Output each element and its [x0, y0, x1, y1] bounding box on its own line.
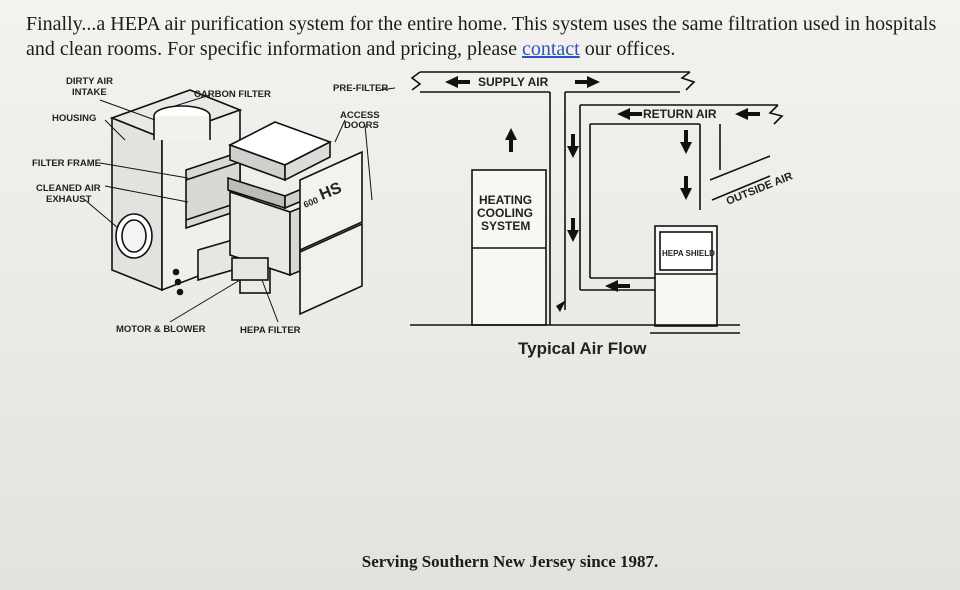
label-dirty-air-2: INTAKE: [72, 87, 107, 98]
label-system: SYSTEM: [481, 219, 530, 233]
label-outside-air: OUTSIDE AIR: [725, 170, 795, 208]
arrow-bottom-left: [605, 280, 630, 292]
label-heating: HEATING: [479, 193, 532, 207]
flow-arrows: [445, 76, 760, 312]
label-cleaned-air-1: CLEANED AIR: [36, 183, 101, 194]
contact-link[interactable]: contact: [521, 38, 580, 60]
hepa-system-figure: 600 HS DIRTY AIR INTAKE CARBON FILTER PR…: [0, 60, 960, 380]
unit-leader-lines: [84, 87, 396, 323]
intro-text-before: Finally...a HEPA air purification system…: [26, 13, 937, 60]
label-pre-filter: PRE-FILTER: [333, 83, 388, 94]
hepa-unit-drawing: [109, 89, 363, 316]
label-cleaned-air-2: EXHAUST: [46, 194, 92, 205]
arrow-up: [505, 128, 517, 152]
arrow-down-4: [680, 176, 692, 200]
arrow-down-3: [680, 130, 692, 154]
intro-paragraph: Finally...a HEPA air purification system…: [26, 12, 946, 62]
arrow-return-1: [617, 108, 642, 120]
arrow-down-1: [567, 134, 579, 158]
arrow-supply-left: [445, 76, 470, 88]
label-return-air: RETURN AIR: [643, 107, 717, 121]
intro-text-after: our offices.: [579, 38, 676, 60]
flow-logo: HEPA SHIELD: [662, 249, 715, 258]
flow-caption: Typical Air Flow: [518, 339, 647, 358]
label-carbon-filter: CARBON FILTER: [194, 89, 271, 100]
arrow-corner: [556, 300, 566, 312]
label-access-2: DOORS: [344, 120, 379, 131]
label-supply-air: SUPPLY AIR: [478, 75, 549, 89]
label-access-1: ACCESS: [340, 110, 380, 121]
label-housing: HOUSING: [52, 113, 96, 124]
label-cooling: COOLING: [477, 206, 533, 220]
footer-text: Serving Southern New Jersey since 1987.: [361, 552, 659, 571]
air-flow-drawing: [410, 71, 784, 334]
arrow-supply-right: [575, 76, 600, 88]
arrow-return-2: [735, 108, 760, 120]
label-hepa-filter: HEPA FILTER: [240, 325, 301, 336]
arrow-down-2: [567, 218, 579, 242]
label-filter-frame: FILTER FRAME: [32, 158, 101, 169]
label-motor-blower: MOTOR & BLOWER: [116, 324, 206, 335]
hepa-diagram-svg: 600 HS DIRTY AIR INTAKE CARBON FILTER PR…: [32, 71, 795, 358]
label-dirty-air-1: DIRTY AIR: [66, 76, 113, 87]
unit-labels: DIRTY AIR INTAKE CARBON FILTER PRE-FILTE…: [32, 76, 388, 336]
